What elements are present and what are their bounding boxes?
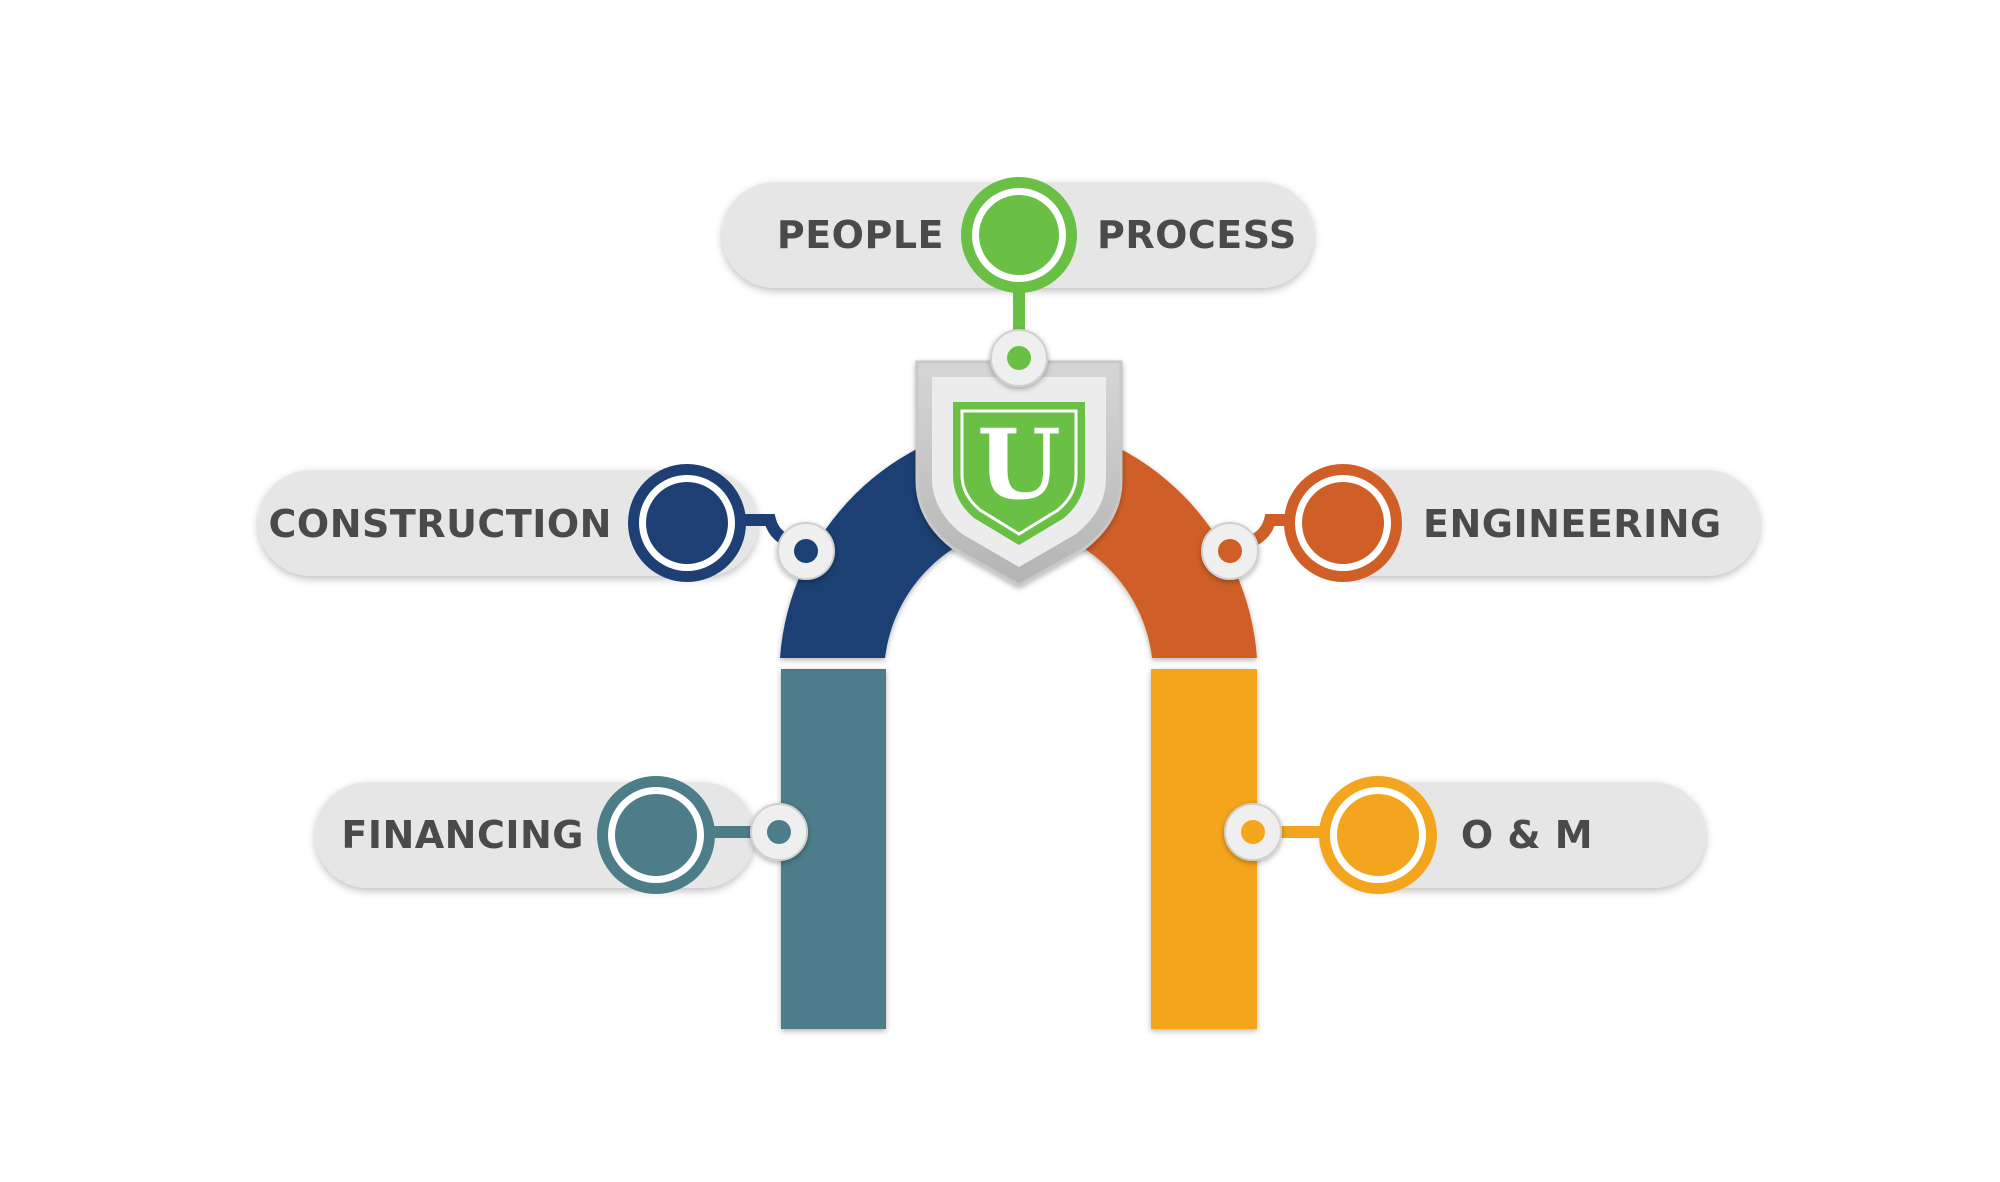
shield-letter: U [977,408,1061,521]
node-financing [597,776,715,894]
junction-financing [750,803,808,861]
shield-emblem: U [915,360,1123,587]
label-process: PROCESS [1097,213,1297,257]
node-people-process [961,177,1077,293]
junction-people [990,329,1048,387]
label-engineering: ENGINEERING [1423,502,1722,546]
label-om: O & M [1461,813,1593,857]
node-engineering [1284,464,1402,582]
label-people: PEOPLE [777,213,944,257]
node-om [1319,776,1437,894]
junction-engineering [1201,522,1259,580]
pill-construction [258,470,758,576]
label-financing: FINANCING [341,813,584,857]
label-construction: CONSTRUCTION [269,502,612,546]
pill-engineering [1300,470,1760,576]
node-construction [628,464,746,582]
junction-om [1224,803,1282,861]
shield-green [953,402,1085,545]
junction-construction [777,522,835,580]
